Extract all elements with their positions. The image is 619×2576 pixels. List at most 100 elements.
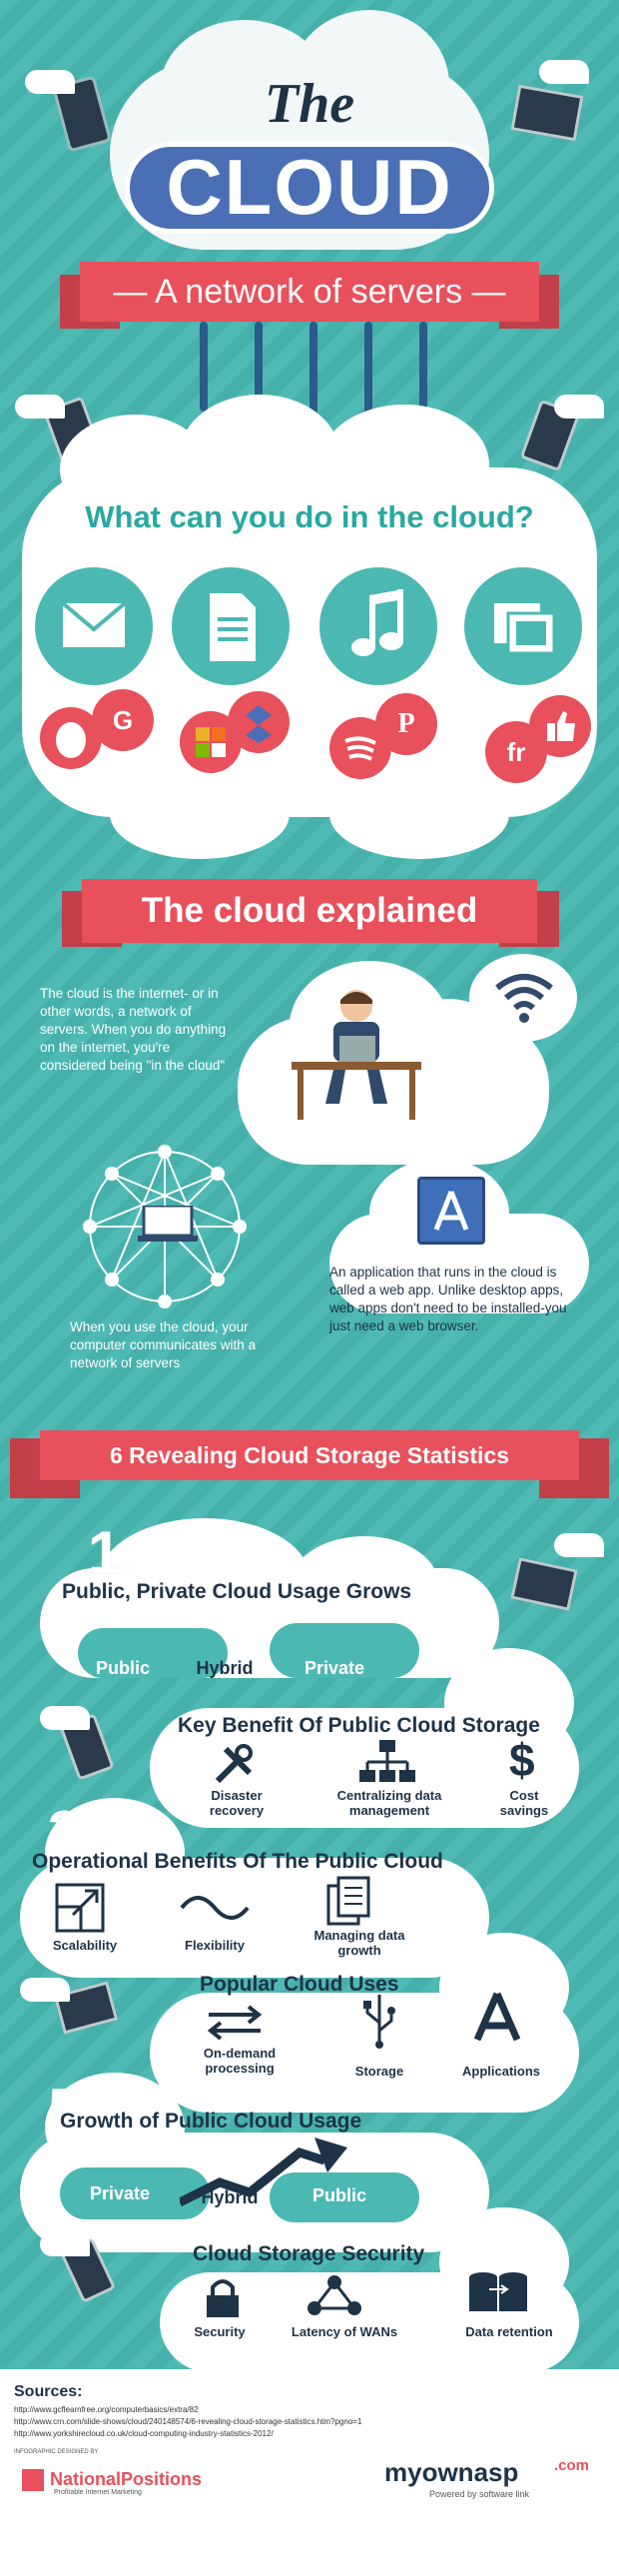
explained-text-1: The cloud is the internet- or in other w… bbox=[40, 986, 227, 1073]
person-at-desk-icon bbox=[282, 984, 431, 1124]
gmail-icon: G bbox=[92, 689, 154, 751]
gmail-letter: G bbox=[112, 705, 134, 735]
pandora-icon: P bbox=[375, 693, 437, 755]
wire bbox=[200, 322, 208, 412]
cloud-bump bbox=[180, 395, 339, 514]
stat5-number: 5. bbox=[48, 2077, 99, 2144]
cloud-bump bbox=[319, 405, 489, 524]
cloud-bump bbox=[110, 769, 290, 859]
envelope-icon bbox=[61, 601, 127, 647]
music-note-icon bbox=[351, 589, 403, 656]
stat3-label-1: Scalability bbox=[52, 1938, 118, 1953]
stat1-number: 1. bbox=[88, 1519, 139, 1586]
stat1-label-public: Public bbox=[95, 1658, 150, 1678]
public-cloud bbox=[78, 1628, 228, 1678]
stat6-label-3: Data retention bbox=[465, 2324, 553, 2339]
stat1-label-hybrid: Hybrid bbox=[196, 1658, 254, 1678]
stat6-number: 6. bbox=[477, 2210, 528, 2277]
stat2-label-2: Centralizing data management bbox=[336, 1788, 442, 1818]
app-store-icon bbox=[417, 1177, 485, 1245]
stat6-label-2: Latency of WANs bbox=[291, 2324, 398, 2339]
envelope-circle bbox=[35, 567, 153, 685]
facebook-like-icon bbox=[529, 695, 591, 757]
cloud-bump bbox=[444, 1648, 574, 1758]
document-circle bbox=[172, 567, 290, 685]
stat6-title: Cloud Storage Security bbox=[193, 2242, 425, 2265]
tools-icon bbox=[212, 1743, 256, 1792]
subtitle-banner: — A network of servers — bbox=[80, 262, 539, 322]
title-cloud: CLOUD bbox=[166, 143, 453, 231]
sources-footer: Sources: http://www.gcflearnfree.org/com… bbox=[0, 2369, 619, 2576]
stat1-title: Public, Private Cloud Usage Grows bbox=[62, 1580, 412, 1603]
stats-banner: 6 Revealing Cloud Storage Statistics bbox=[40, 1430, 579, 1480]
designed-by: INFOGRAPHIC DESIGNED BY bbox=[14, 2449, 99, 2455]
org-chart-icon bbox=[357, 1740, 417, 1789]
private-cloud bbox=[60, 2167, 210, 2219]
stat4-label-3: Applications bbox=[461, 2064, 540, 2079]
stat5-label-public: Public bbox=[311, 2185, 366, 2205]
stat4-title: Popular Cloud Uses bbox=[200, 1973, 399, 1996]
dollar-icon: $ bbox=[509, 1734, 535, 1786]
document-icon bbox=[210, 593, 256, 661]
growth-arrow-icon bbox=[177, 2123, 349, 2217]
nationalpositions-logo-icon bbox=[22, 2469, 44, 2491]
stat2-number: 2. bbox=[477, 1654, 528, 1721]
stat5-label-private: Private bbox=[89, 2183, 151, 2203]
wire bbox=[419, 322, 427, 412]
myownasp-name: myownasp bbox=[384, 2457, 519, 2487]
dropbox-icon bbox=[228, 691, 290, 753]
stat3-label-2: Flexibility bbox=[185, 1938, 245, 1953]
header-cloud-bump bbox=[290, 10, 449, 160]
network-nodes-icon bbox=[305, 2272, 364, 2321]
cloud-bump bbox=[290, 1536, 439, 1636]
wifi-icon bbox=[491, 966, 557, 1031]
public-cloud bbox=[270, 2172, 419, 2222]
cloud-bump bbox=[329, 769, 509, 859]
stat1-label-private: Private bbox=[304, 1658, 365, 1678]
explained-banner: The cloud explained bbox=[82, 879, 537, 943]
arrows-exchange-icon bbox=[205, 2003, 265, 2048]
explained-text-3: An application that runs in the cloud is… bbox=[329, 1265, 567, 1333]
source-link-2[interactable]: http://www.crn.com/slide-shows/cloud/240… bbox=[14, 2417, 362, 2426]
flickr-letters: fr bbox=[506, 737, 526, 767]
wing-icon bbox=[539, 60, 589, 84]
evernote-icon bbox=[40, 707, 102, 769]
private-cloud bbox=[270, 1623, 419, 1678]
stat3-number: 3. bbox=[48, 1799, 99, 1866]
wire bbox=[310, 322, 317, 431]
stat5-label-hybrid: Hybrid bbox=[201, 2187, 259, 2207]
stat4-label-2: Storage bbox=[354, 2064, 404, 2079]
myownasp-dom: .com bbox=[554, 2457, 590, 2474]
wifi-bubble bbox=[469, 954, 577, 1042]
cloud-bump bbox=[45, 1798, 185, 1908]
wing-icon bbox=[40, 1706, 90, 1730]
server-network-icon bbox=[80, 1142, 250, 1311]
wing-icon bbox=[25, 70, 75, 94]
stat2-label-3: Cost savings bbox=[499, 1788, 549, 1818]
stat6-label-1: Security bbox=[194, 2324, 246, 2339]
wave-icon bbox=[180, 1888, 250, 1933]
wire bbox=[364, 322, 372, 431]
sources-heading: Sources: bbox=[14, 2383, 83, 2400]
explained-text-2: When you use the cloud, your computer co… bbox=[70, 1319, 257, 1370]
music-circle bbox=[319, 567, 437, 685]
source-link-1[interactable]: http://www.gcflearnfree.org/computerbasi… bbox=[14, 2405, 199, 2414]
wire bbox=[255, 322, 263, 431]
photos-circle bbox=[464, 567, 582, 685]
source-link-3[interactable]: http://www.yorkshirecloud.co.uk/cloud-co… bbox=[14, 2429, 274, 2438]
documents-icon bbox=[324, 1876, 374, 1931]
stat5-title: Growth of Public Cloud Usage bbox=[60, 2110, 362, 2133]
stat3-label-3: Managing data growth bbox=[313, 1928, 405, 1958]
stat4-label-1: On-demand processing bbox=[203, 2046, 277, 2076]
photos-icon bbox=[494, 603, 556, 655]
title-the: The bbox=[264, 73, 355, 135]
stat4-number: 4. bbox=[477, 1937, 528, 2004]
section1-heading: What can you do in the cloud? bbox=[85, 499, 534, 534]
myownasp-tag: Powered by software link bbox=[429, 2489, 530, 2499]
pandora-letter: P bbox=[397, 708, 415, 739]
wing-icon bbox=[20, 1978, 70, 2002]
lock-icon bbox=[203, 2275, 243, 2324]
nationalpositions-name: NationalPositions bbox=[50, 2469, 203, 2489]
scalability-icon bbox=[55, 1883, 105, 1938]
stat3-title: Operational Benefits Of The Public Cloud bbox=[32, 1850, 443, 1873]
